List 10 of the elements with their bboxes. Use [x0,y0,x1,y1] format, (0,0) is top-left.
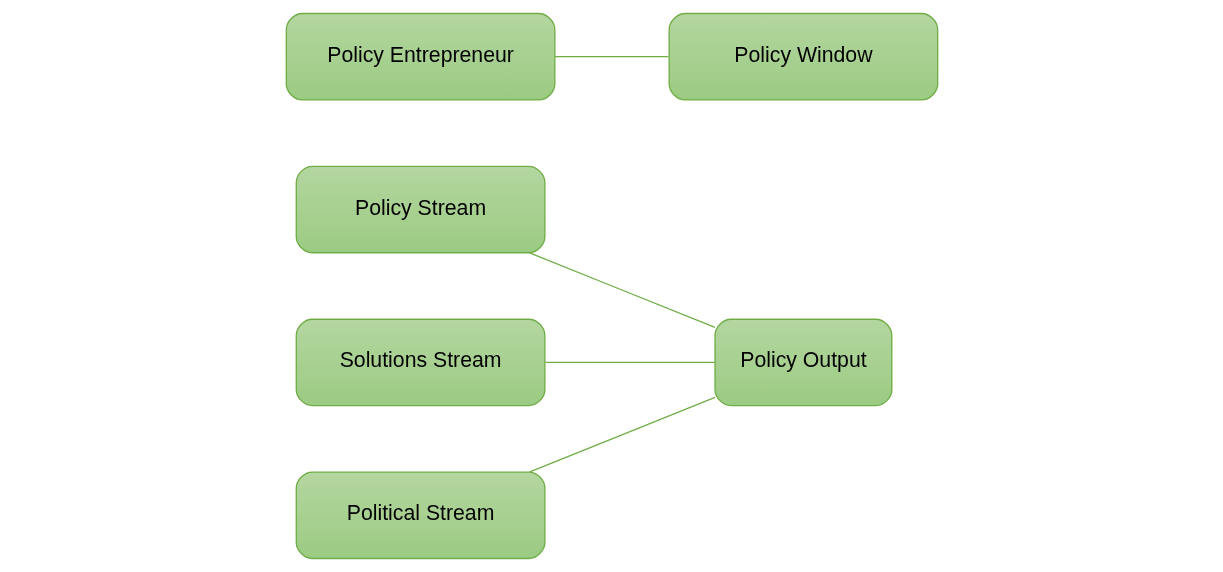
node-box: Policy Output [713,318,892,407]
node-box: Policy Window [668,12,938,101]
node-box: Political Stream [295,471,546,560]
node-box: Solutions Stream [295,318,546,407]
node-box: Policy Entrepreneur [285,12,555,101]
connector [528,252,716,329]
connector [544,361,715,364]
node-box: Policy Stream [295,165,546,254]
connector [553,56,669,58]
connector [528,396,716,473]
